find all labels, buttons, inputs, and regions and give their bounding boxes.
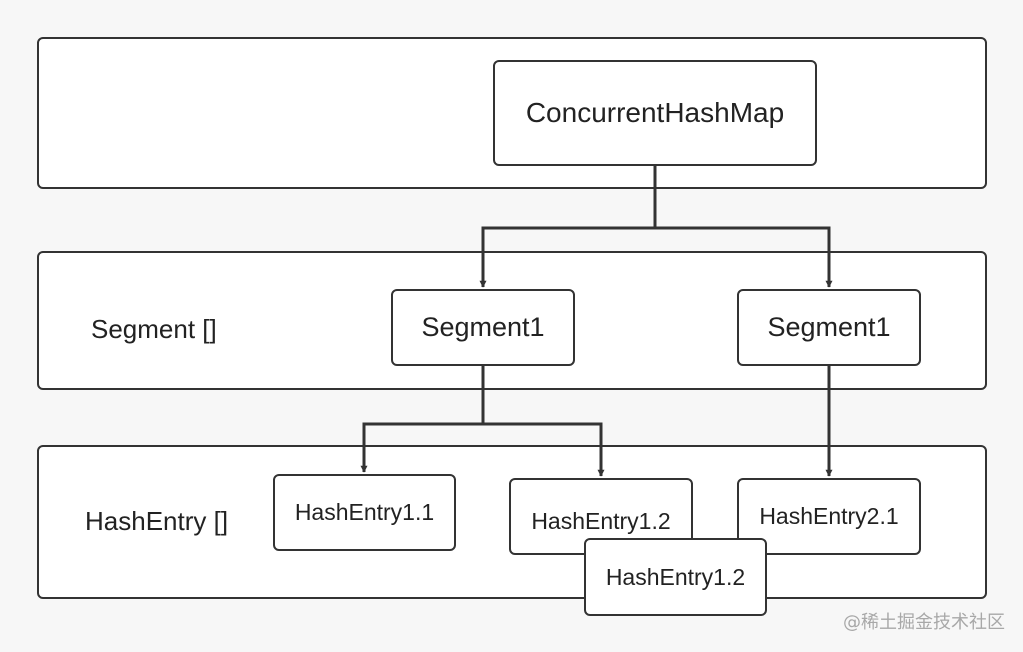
watermark: @稀土掘金技术社区 <box>843 612 1005 633</box>
node-hashentry-1-1: HashEntry1.1 <box>273 474 456 551</box>
node-concurrent-hash-map: ConcurrentHashMap <box>493 60 817 166</box>
segment-array-label: Segment [] <box>91 314 217 344</box>
node-segment-right: Segment1 <box>737 289 921 366</box>
node-hashentry-2-1: HashEntry2.1 <box>737 478 921 555</box>
hashentry-array-label: HashEntry [] <box>85 506 229 536</box>
node-hashentry-1-2-chained: HashEntry1.2 <box>584 538 767 616</box>
node-segment-left: Segment1 <box>391 289 575 366</box>
